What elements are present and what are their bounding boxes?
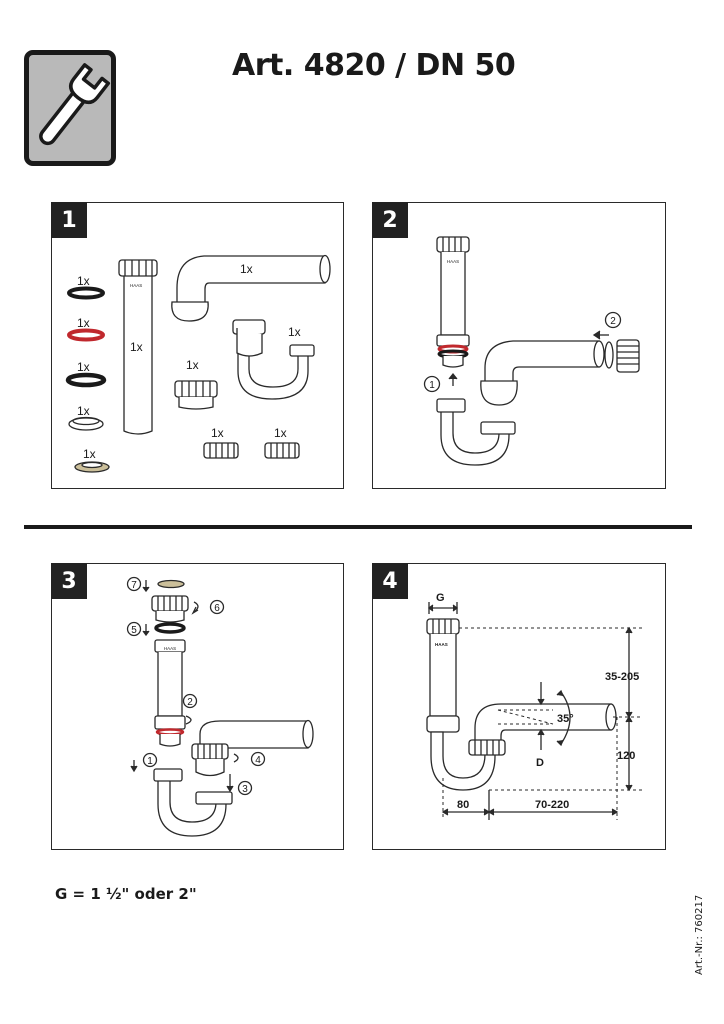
dim-offset: 80 <box>457 799 469 811</box>
step-callout-7: 7 <box>131 580 137 591</box>
qty-ring-black-2: 1x <box>77 360 90 374</box>
dimension-diagram: G 35-205 35° D 120 80 70-220 HAAS <box>426 592 643 820</box>
step-callout-4: 4 <box>255 755 261 766</box>
step-3-panel: 7 6 5 2 1 4 3 HAAS 3 <box>51 563 344 850</box>
qty-ring-red: 1x <box>77 316 90 330</box>
assembly-step-3-diagram: 7 6 5 2 1 4 3 HAAS <box>126 576 314 837</box>
qty-nut-2: 1x <box>274 426 287 440</box>
dim-angle: 35° <box>557 713 574 725</box>
dim-height-outlet: 120 <box>617 750 635 762</box>
step-callout-1: 1 <box>429 380 435 391</box>
step-callout-6: 6 <box>214 603 220 614</box>
thread-size-note: G = 1 ½" oder 2" <box>55 885 197 903</box>
step-callout-1: 1 <box>147 756 153 767</box>
step-number-badge: 1 <box>51 202 87 238</box>
section-divider <box>24 525 692 529</box>
trap-bend <box>440 410 510 466</box>
seal-ring-clear-inner <box>72 416 100 426</box>
seal-ring-red <box>67 328 105 342</box>
dim-height-top: 35-205 <box>605 671 639 683</box>
article-number: Art.-Nr.: 760217 <box>694 894 705 975</box>
brand-label: HAAS <box>164 646 176 651</box>
step-callout-5: 5 <box>131 625 137 636</box>
dip-tube <box>123 275 153 435</box>
dip-tube <box>440 252 466 336</box>
step-callout-2: 2 <box>187 697 193 708</box>
step-callout-3: 3 <box>242 784 248 795</box>
qty-elbow: 1x <box>240 262 253 276</box>
brand-label: HAAS <box>447 259 459 264</box>
qty-adapter: 1x <box>186 358 199 372</box>
trap-bend <box>237 352 309 400</box>
step-callout-2: 2 <box>610 316 616 327</box>
parts-list-diagram: 1x 1x 1x 1x 1x 1x 1x 1x 1x 1x 1x HAAS <box>65 254 331 473</box>
qty-ring-beige: 1x <box>83 447 96 461</box>
step-2-panel: 1 2 HAAS 2 <box>372 202 666 489</box>
dip-tube <box>157 652 183 717</box>
elbow-pipe <box>484 340 600 381</box>
step-number-badge: 3 <box>51 563 87 599</box>
qty-ring-clear: 1x <box>77 404 90 418</box>
qty-tube: 1x <box>130 340 143 354</box>
wrench-icon <box>24 50 116 166</box>
qty-trap: 1x <box>288 325 301 339</box>
dim-length: 70-220 <box>535 799 569 811</box>
brand-label: HAAS <box>130 283 142 288</box>
union-nut-1 <box>203 442 239 459</box>
step-number-badge: 2 <box>372 202 408 238</box>
qty-ring-black-1: 1x <box>77 274 90 288</box>
union-nut-2 <box>264 442 300 459</box>
assembly-step-2-diagram: 1 2 HAAS <box>423 236 640 466</box>
step-number-badge: 4 <box>372 563 408 599</box>
seal-ring-black-2 <box>65 372 107 388</box>
dim-label-d: D <box>536 757 544 769</box>
page-title: Art. 4820 / DN 50 <box>232 48 516 83</box>
trap-bend <box>157 779 227 837</box>
step-1-panel: 1x 1x 1x 1x 1x 1x 1x 1x 1x 1x 1x HAAS 1 <box>51 202 344 489</box>
qty-nut-1: 1x <box>211 426 224 440</box>
tube-nut <box>118 259 158 277</box>
brand-label: HAAS <box>435 642 448 647</box>
step-4-panel: G 35-205 35° D 120 80 70-220 HAAS 4 <box>372 563 666 850</box>
dim-label-g: G <box>436 592 445 604</box>
seal-ring-black-1 <box>67 286 105 300</box>
